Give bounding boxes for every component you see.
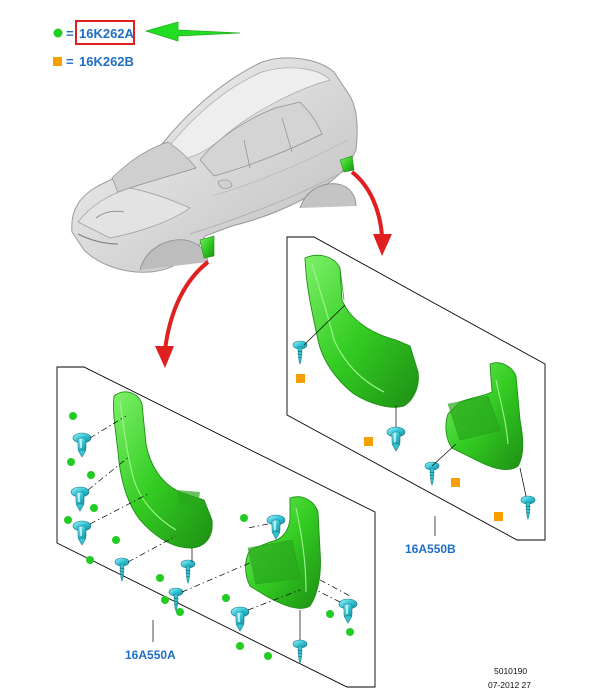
legend: = 16K262A = 16K262B <box>53 20 241 69</box>
legend-equals: = <box>66 26 74 41</box>
legend-code-16k262a: 16K262A <box>79 26 135 41</box>
green-circle-marker <box>112 536 120 544</box>
green-circle-marker <box>161 596 169 604</box>
green-circle-marker <box>64 516 72 524</box>
revision-date: 07-2012 27 <box>488 680 531 690</box>
green-circle-marker <box>240 514 248 522</box>
green-circle-marker <box>90 504 98 512</box>
rear-flap-indicator <box>339 155 355 173</box>
green-circle-marker <box>69 412 77 420</box>
push-pin-fastener <box>72 432 92 458</box>
orange-square-marker <box>494 512 503 521</box>
footer: 5010190 07-2012 27 <box>488 666 531 690</box>
push-pin-fastener <box>338 598 358 624</box>
green-circle-marker <box>326 610 334 618</box>
green-circle-marker <box>236 642 244 650</box>
screw-fastener <box>424 461 440 486</box>
green-circle-marker <box>222 594 230 602</box>
green-circle-marker <box>176 608 184 616</box>
front-kit-panel: 16A550A <box>56 366 376 688</box>
highlight-box <box>75 20 135 45</box>
legend-item-orange: = 16K262B <box>53 54 134 69</box>
green-circle-marker <box>264 652 272 660</box>
front-flap-indicator <box>199 235 215 259</box>
green-circle-marker <box>346 628 354 636</box>
orange-square-marker <box>296 374 305 383</box>
screw-fastener <box>520 495 536 520</box>
orange-square-marker <box>451 478 460 487</box>
orange-square-marker <box>364 437 373 446</box>
push-pin-fastener <box>386 426 406 452</box>
green-circle-marker <box>67 458 75 466</box>
legend-code-16k262b: 16K262B <box>79 54 134 69</box>
screw-fastener <box>180 559 196 584</box>
callout-arrow-icon <box>350 170 392 256</box>
callout-16a550a: 16A550A <box>125 648 176 662</box>
push-pin-fastener <box>266 514 286 540</box>
green-arrow-icon <box>144 21 241 42</box>
rear-kit-panel: 16A550B <box>286 236 546 556</box>
green-circle-marker <box>87 471 95 479</box>
green-circle-marker <box>86 556 94 564</box>
reference-number: 5010190 <box>494 666 527 676</box>
mud-flap-front-left <box>113 391 213 549</box>
push-pin-fastener <box>230 606 250 632</box>
car-body-illustration <box>71 57 358 273</box>
green-circle-marker <box>156 574 164 582</box>
mud-flap-rear-left <box>304 254 419 408</box>
legend-equals: = <box>66 54 74 69</box>
push-pin-fastener <box>70 486 90 512</box>
green-circle-marker <box>53 28 63 38</box>
orange-square-marker <box>53 57 62 66</box>
push-pin-fastener <box>72 520 92 546</box>
callout-arrow-icon <box>155 260 210 368</box>
callout-16a550b: 16A550B <box>405 542 456 556</box>
screw-fastener <box>292 639 308 664</box>
legend-item-green: = 16K262A <box>53 20 135 45</box>
